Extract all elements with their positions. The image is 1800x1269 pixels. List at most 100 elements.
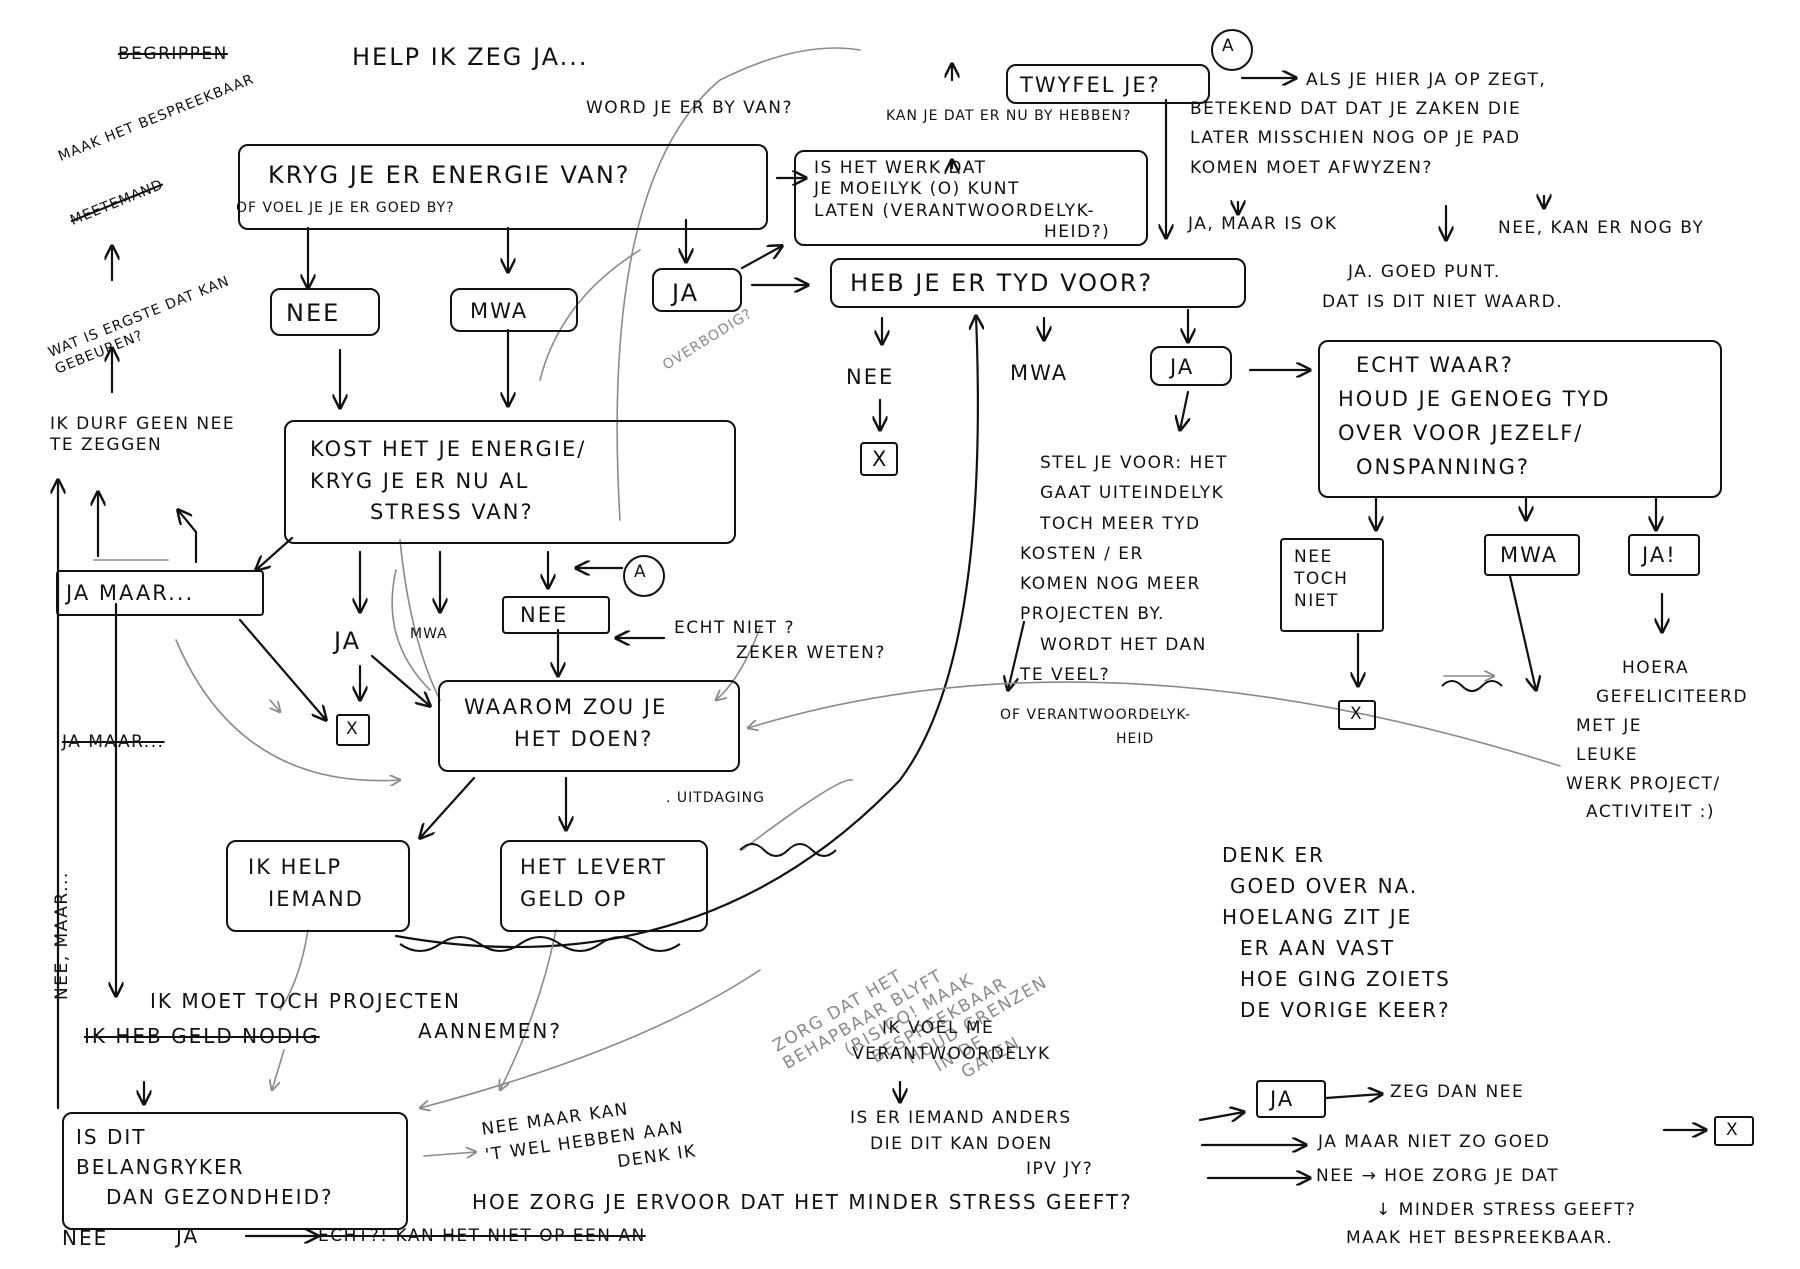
title-struck: BEGRIPPEN — [118, 44, 228, 64]
stress-marker-a: A — [634, 562, 648, 582]
must-accept-line-1: IK MOET TOCH PROJECTEN — [150, 989, 461, 1013]
why-line-2: HET DOEN? — [514, 726, 654, 751]
really-not-line-1: ECHT NIET ? — [674, 618, 795, 638]
grey-curve-mid — [539, 249, 641, 381]
time-answer-nee: NEE — [846, 365, 895, 389]
ja-time-note: STEL JE VOOR: HET GAAT UITEINDELYK TOCH … — [1020, 448, 1228, 690]
why-money-line-1: HET LEVERT — [520, 855, 668, 879]
really-line-2: HOUD JE GENOEG TYD — [1338, 387, 1611, 412]
health-line-2: BELANGRYKER — [76, 1155, 245, 1179]
energy-question-line2: OF VOEL JE JE ER GOED BY? — [236, 200, 455, 216]
ja-but-x: X — [1726, 1120, 1740, 1140]
really-question-box: ECHT WAAR? HOUD JE GENOEG TYD OVER VOOR … — [1318, 340, 1722, 498]
doubt-answer-no: NEE, KAN ER NOG BY — [1498, 218, 1705, 238]
think-line-4: ER AAN VAST — [1240, 936, 1396, 960]
someone-else-note: IS ER IEMAND ANDERS DIE DIT KAN DOEN IPV… — [850, 1106, 1093, 1183]
ja-time-note-1: STEL JE VOOR: HET — [1040, 453, 1228, 473]
grey-money-line — [500, 929, 557, 1090]
think-line-5: HOE GING ZOIETS — [1240, 967, 1451, 991]
nee-how-note: NEE → HOE ZORG JE DAT — [1316, 1166, 1560, 1186]
time-answer-mwa: MWA — [1010, 361, 1069, 385]
why-question-text: WAAROM ZOU JE HET DOEN? — [464, 692, 667, 755]
need-money-struck: IK HEB GELD NODIG — [84, 1024, 320, 1048]
stress-ja-x-box: X — [336, 714, 370, 746]
someone-line-1: IS ER IEMAND ANDERS — [850, 1108, 1072, 1128]
arrow-ja-say-no — [1324, 1094, 1382, 1098]
hooray-line-6: ACTIVITEIT :) — [1586, 802, 1716, 823]
why-money-line-2: GELD OP — [520, 886, 628, 911]
difficult-hint: KAN JE DAT ER NU BY HEBBEN? — [886, 108, 1132, 124]
grey-maybe-arrow — [423, 1152, 476, 1156]
really-not-line-2: ZEKER WETEN? — [736, 642, 886, 663]
stress-jamaar-struck: JA MAAR... — [62, 732, 165, 752]
someone-line-2: DIE DIT KAN DOEN — [870, 1133, 1053, 1154]
health-answer-ja: JA — [176, 1224, 200, 1248]
think-line-1: DENK ER — [1222, 843, 1326, 867]
think-line-3: HOELANG ZIT JE — [1222, 905, 1413, 929]
really-answer-ja: JA! — [1642, 543, 1677, 567]
stress-answer-mwa: MWA — [410, 626, 448, 642]
ja-time-note-6: PROJECTEN BY. — [1020, 604, 1165, 625]
doubt-line-1: ALS JE HIER JA OP ZEGT, — [1306, 70, 1547, 90]
ja-time-note2-1: OF VERANTWOORDELYK- — [1000, 707, 1192, 723]
grey-curve-top — [616, 47, 861, 521]
grey-arrow-overbodig — [716, 627, 761, 700]
why-line-1: WAAROM ZOU JE — [464, 695, 668, 719]
why-help-text: IK HELP IEMAND — [248, 852, 364, 915]
page-title: HELP IK ZEG JA... — [352, 43, 589, 71]
doubt-box: TWYFEL JE? — [1006, 64, 1210, 104]
why-help-line-2: IEMAND — [268, 886, 364, 911]
energy-question-box: KRYG JE ER ENERGIE VAN? OF VOEL JE JE ER… — [236, 144, 768, 230]
arrow-ja-note — [1180, 390, 1188, 430]
difficult-line-2: JE MOEILYK (O) KUNT — [814, 179, 1020, 200]
health-line-1: IS DIT — [76, 1125, 147, 1149]
doubt-line-3: LATER MISSCHIEN NOG OP JE PAD — [1190, 128, 1521, 149]
stress-question-box: KOST HET JE ENERGIE/ KRYG JE ER NU AL ST… — [284, 420, 736, 544]
less-stress-note: ↓ MINDER STRESS GEEFT? — [1376, 1200, 1637, 1220]
energy-answer-nee: NEE — [286, 299, 341, 327]
discuss-note: MAAK HET BESPREEKBAAR. — [1346, 1228, 1614, 1248]
why-challenge: . UITDAGING — [666, 790, 765, 806]
arrow-someone-ja — [1198, 1112, 1244, 1120]
circle-marker-a-mid — [623, 555, 665, 597]
doubt-line-4: KOMEN MOET AFWYZEN? — [1190, 157, 1433, 178]
how-less-stress: HOE ZORG JE ERVOOR DAT HET MINDER STRESS… — [472, 1190, 1133, 1214]
grey-help-line — [279, 929, 309, 1011]
stress-line-1: KOST HET JE ENERGIE/ — [310, 437, 587, 461]
why-money-text: HET LEVERT GELD OP — [520, 852, 667, 915]
arrow-ja-to-difficult — [740, 246, 782, 270]
hooray-line-1: HOERA — [1622, 658, 1690, 678]
someone-line-3: IPV JY? — [1026, 1159, 1094, 1179]
hooray-line-2: GEFELICITEERD — [1596, 686, 1749, 707]
time-question-box: HEB JE ER TYD VOOR? — [830, 258, 1246, 308]
time-question-label: HEB JE ER TYD VOOR? — [850, 269, 1154, 297]
arrow-jamaar-x — [238, 618, 326, 720]
doubt-answer-good: JA. GOED PUNT. — [1348, 262, 1501, 282]
ja-time-note-3: TOCH MEER TYD — [1040, 513, 1201, 534]
really-answer-mwa-box: MWA — [1484, 534, 1580, 576]
doubt-line-2: BETEKEND DAT DAT JE ZAKEN DIE — [1190, 99, 1522, 120]
arrow-stress-jamaar — [256, 536, 294, 570]
health-question-box: IS DIT BELANGRYKER DAN GEZONDHEID? — [62, 1112, 408, 1230]
why-money-box: HET LEVERT GELD OP — [500, 840, 708, 932]
stress-answer-ja: JA — [334, 627, 362, 655]
must-accept-note: IK MOET TOCH PROJECTEN AANNEMEN? — [150, 986, 562, 1046]
ja-but-note: JA MAAR NIET ZO GOED — [1318, 1132, 1551, 1152]
health-answer-nee: NEE — [62, 1226, 109, 1250]
stress-answer-jamaar: JA MAAR... — [66, 581, 195, 605]
hooray-note: HOERA GEFELICITEERD MET JE LEUKE WERK PR… — [1566, 654, 1748, 827]
energy-hint: WORD JE ER BY VAN? — [586, 98, 794, 118]
think-line-2: GOED OVER NA. — [1230, 874, 1419, 898]
grey-curve-left2 — [399, 539, 441, 701]
difficult-question-text: IS HET WERK DAT JE MOEILYK (O) KUNT LATE… — [814, 158, 1110, 243]
arrow-money-time — [394, 316, 978, 949]
stress-line-3: STRESS VAN? — [370, 500, 534, 524]
responsible-line-2: VERANTWOORDELYK — [852, 1043, 1051, 1064]
arrow-why-help — [420, 776, 476, 838]
time-answer-ja-box: JA — [1150, 346, 1232, 386]
really-nee-x: X — [1350, 704, 1364, 724]
hooray-line-3: MET JE — [1576, 715, 1642, 736]
difficult-line-1: IS HET WERK DAT — [814, 158, 987, 178]
really-answer-mwa: MWA — [1500, 543, 1559, 567]
